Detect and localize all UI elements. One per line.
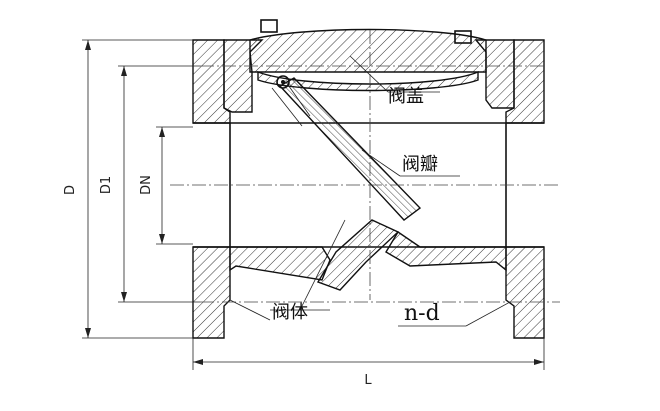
disc-label: 阀瓣 <box>402 154 438 175</box>
leader-lines <box>229 55 511 327</box>
valve-disc <box>271 75 422 221</box>
bonnet-label: 阀盖 <box>388 86 424 107</box>
dimension-lines <box>82 39 560 370</box>
dim-d1-label: D1 <box>99 176 114 194</box>
bolts-label: n-d <box>404 301 440 326</box>
body-label: 阀体 <box>272 302 308 323</box>
dim-l-label: L <box>364 373 372 388</box>
dim-dn-label: DN <box>139 175 154 195</box>
dim-d-label: D <box>63 185 78 195</box>
valve-seat <box>316 219 400 291</box>
bonnet <box>249 19 487 92</box>
right-flange <box>505 39 545 339</box>
